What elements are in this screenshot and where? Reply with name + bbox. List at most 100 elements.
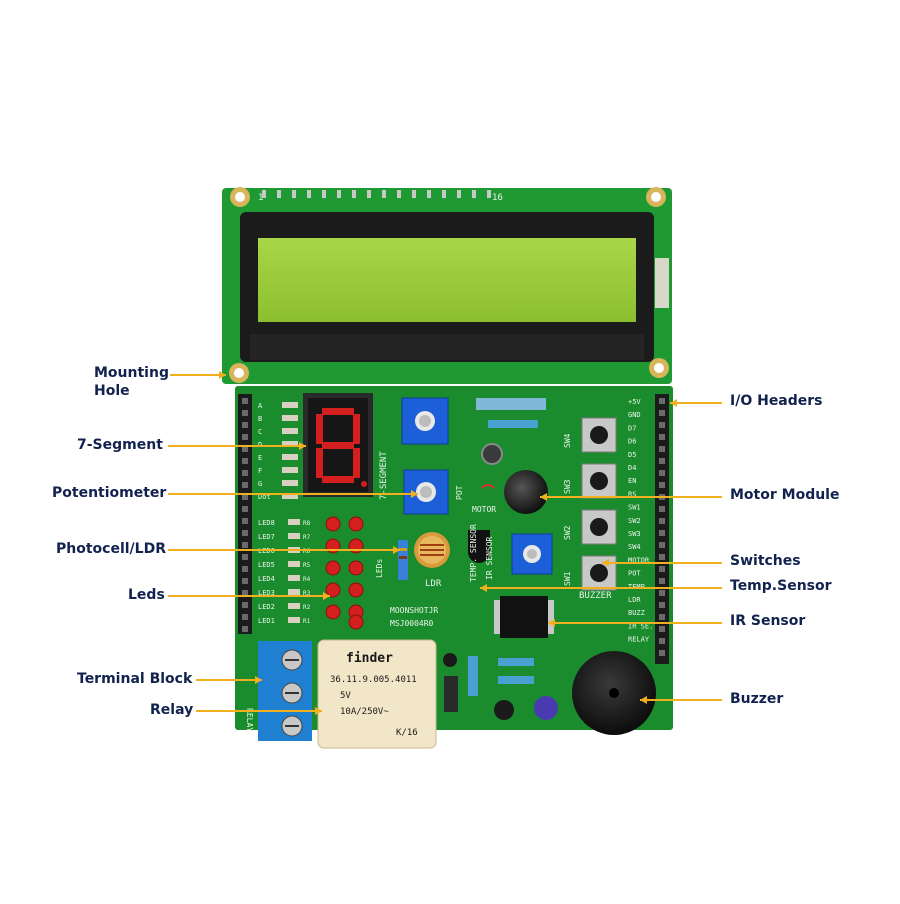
io-header-pin [659,530,665,536]
switch-label: SW4 [563,433,572,448]
label-motor-module: Motor Module [730,487,840,503]
io-header-pin [659,434,665,440]
label-mounting-hole-line2: Hole [94,383,130,399]
temp-sensor-silk: TEMP. SENSOR [469,524,478,582]
lcd-pin [352,190,356,198]
io-pin-label: SW4 [628,543,641,551]
seg-row-label: E [258,454,262,462]
led-bulb [325,560,341,576]
lcd-pin [487,190,491,198]
lcd-pin1-label: 1 [258,193,263,203]
io-pin-label: SW2 [628,517,641,525]
lcd-pin16-label: 16 [492,193,503,203]
io-pin-label: LDR [628,596,641,604]
terminal-block [258,641,312,741]
lcd-pin [472,190,476,198]
io-header-pin [659,470,665,476]
lcd-pin [397,190,401,198]
callout-line-relay [196,707,322,715]
io-pin-label: D7 [628,424,636,432]
lcd-pin [262,190,266,198]
seg-row-label: C [258,428,262,436]
io-header-pin [659,614,665,620]
left-header-pin [242,410,248,416]
seg-row-label: G [258,480,262,488]
left-header-pin [242,626,248,632]
seg-row-label: B [258,415,262,423]
led-row-label: LED7 [258,533,275,541]
resistor-row-label: R1 [303,618,311,625]
ir-sensor-silk: IR SENSOR [485,536,494,580]
switch-label: SW1 [563,571,572,586]
io-header-pin [659,410,665,416]
io-header-pin [659,626,665,632]
io-header-pin [659,542,665,548]
io-header-pin [659,590,665,596]
relay-rating: 10A/250V~ [340,707,389,717]
io-pin-label: MOTOR [628,556,650,564]
callout-line-buzzer [640,696,722,704]
seg-resistor [282,415,298,421]
io-pin-label: GND [628,411,641,419]
seg-row-label: A [258,402,263,410]
resistor-row-label: R5 [303,562,311,569]
io-header-pin [659,602,665,608]
led-row-label: LED5 [258,561,275,569]
ldr-silk: LDR [425,579,442,589]
led-bulb [348,582,364,598]
seven-segment-rows: ABCDEFGDot [258,402,298,501]
label-mounting-hole: Mounting Hole [94,364,169,400]
potentiometer [403,469,449,515]
seg-resistor [282,441,298,447]
left-header-pin [242,578,248,584]
relay-driver [443,653,478,712]
io-pin-label: D6 [628,438,636,446]
io-header-pin [659,458,665,464]
io-pin-label: EN [628,477,636,485]
left-header-pin [242,554,248,560]
led-row-label: LED2 [258,603,275,611]
relay: finder 36.11.9.005.4011 5V 10A/250V~ K/1… [317,639,437,749]
switch-button [590,518,608,536]
mounting-hole-left [229,363,249,383]
led-bulb [325,516,341,532]
lcd-pin [322,190,326,198]
lcd-pin [367,190,371,198]
io-header-pin [659,446,665,452]
callout-line-potentiometer [168,490,418,498]
seg-resistor [282,480,298,486]
lcd-pin [457,190,461,198]
seven-segment-display [303,393,373,497]
left-header-pin [242,398,248,404]
seg-resistor [282,467,298,473]
seg-resistor [282,402,298,408]
callout-line-mounting-hole [170,371,226,379]
resistor-row-label: R2 [303,604,311,611]
io-pin-label: RELAY [628,636,650,644]
io-header-pin [659,422,665,428]
switch-label: SW2 [563,525,572,540]
switch-button [590,472,608,490]
buzzer-silk: BUZZER [579,591,612,601]
left-header-pin [242,506,248,512]
led-resistor [288,589,300,595]
io-pin-label: +5V [628,398,641,406]
left-header-pin [242,422,248,428]
lcd-pin [412,190,416,198]
switch-button [590,426,608,444]
potentiometer-ir [511,533,553,575]
label-terminal-block: Terminal Block [77,671,193,687]
callout-line-photocell [168,546,400,554]
resistor-row-label: R4 [303,576,311,583]
callout-line-leds [168,592,330,600]
led-row-label: LED1 [258,617,275,625]
led-resistor [288,533,300,539]
board-code: MSJ0004R0 [390,619,434,628]
io-header-pin [659,518,665,524]
left-header-pin [242,614,248,620]
io-header-pin [659,554,665,560]
relay-silk: RELAY [245,708,254,732]
led-resistor [288,575,300,581]
